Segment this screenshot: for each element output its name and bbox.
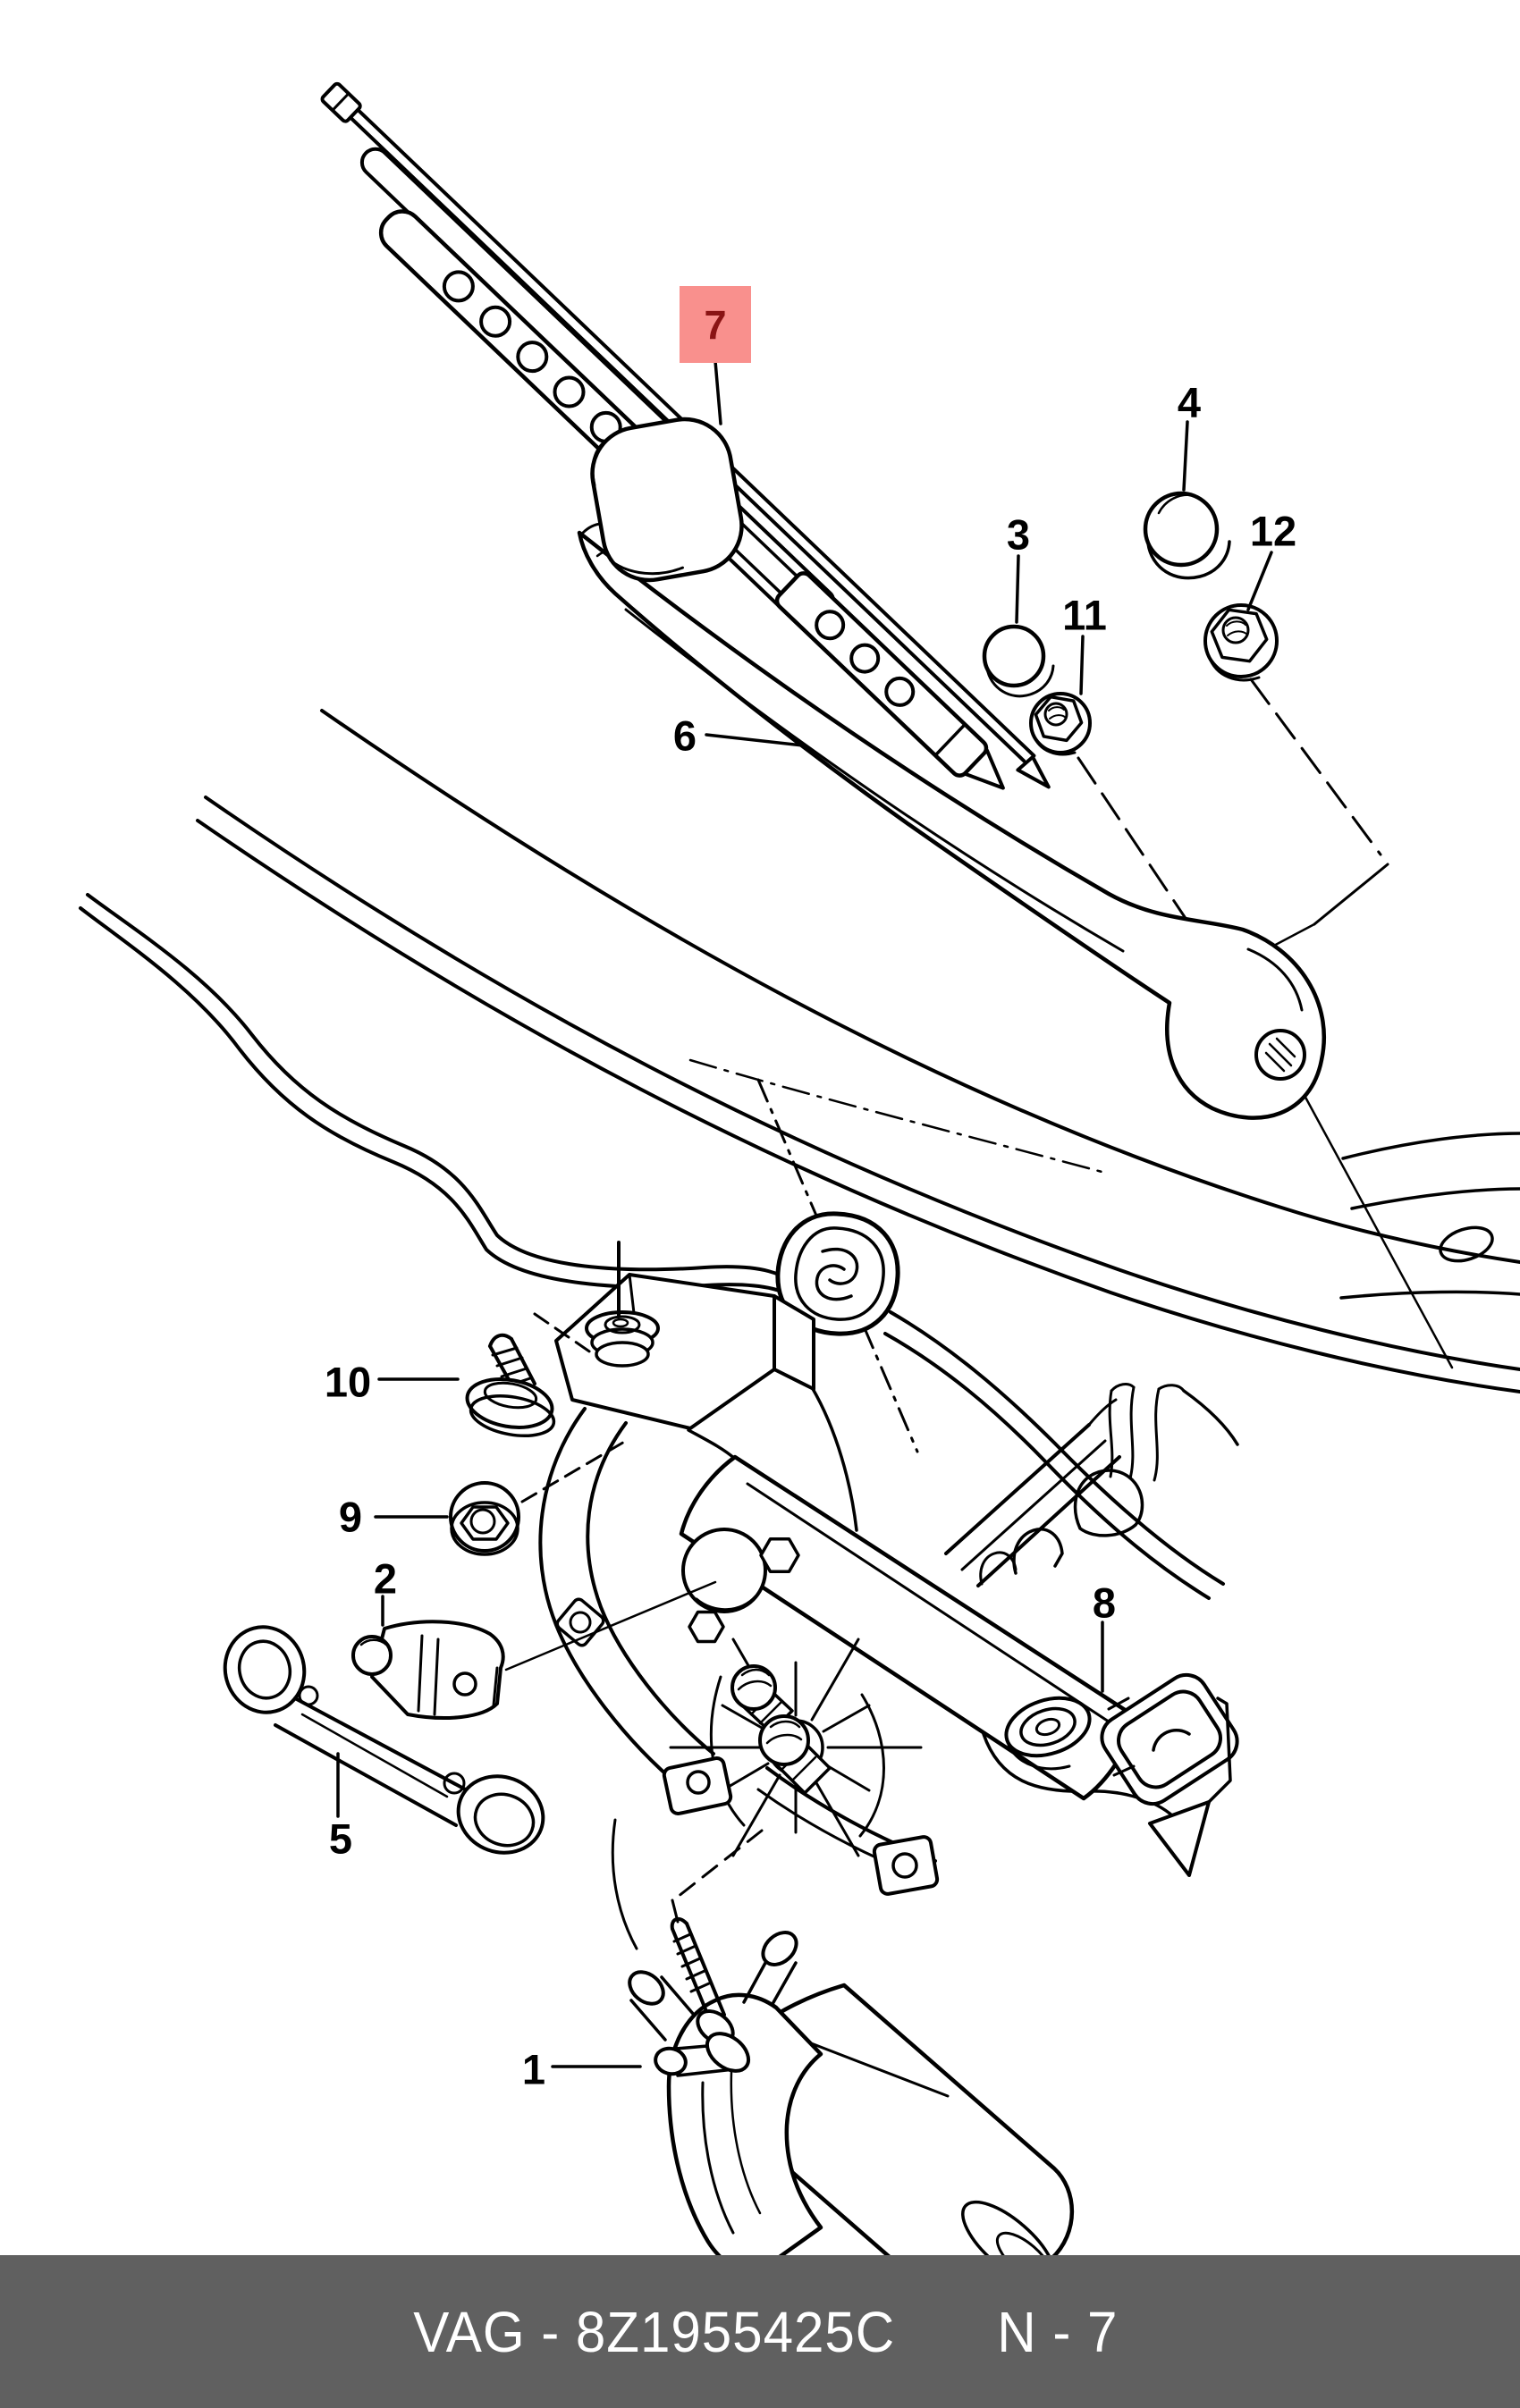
callout-9[interactable]: 9 bbox=[338, 1493, 363, 1541]
spindle-grommet bbox=[775, 1211, 900, 1336]
nut-part-11 bbox=[1029, 692, 1092, 756]
cap-part-3 bbox=[982, 624, 1055, 698]
bracket-part-2 bbox=[351, 1620, 505, 1720]
callout-5[interactable]: 5 bbox=[328, 1814, 353, 1863]
footer-bar: VAG - 8Z1955425C N - 7 bbox=[0, 2255, 1520, 2408]
callout-12[interactable]: 12 bbox=[1249, 507, 1297, 555]
callout-3[interactable]: 3 bbox=[1006, 510, 1031, 559]
body-structure bbox=[944, 1383, 1239, 1587]
blade-clip-part-7 bbox=[590, 417, 744, 583]
wiper-arm-part-6 bbox=[577, 522, 1327, 1120]
wiper-motor-part-1 bbox=[628, 1916, 1079, 2303]
callout-2[interactable]: 2 bbox=[373, 1554, 398, 1603]
footer-page-ref: N - 7 bbox=[997, 2299, 1119, 2364]
nut-part-9 bbox=[449, 1481, 520, 1556]
callout-11[interactable]: 11 bbox=[1062, 591, 1107, 639]
mount-frame-part-8 bbox=[504, 1241, 1239, 1950]
screw-part-10 bbox=[465, 1333, 556, 1437]
nut-part-12 bbox=[1203, 603, 1279, 682]
callout-8[interactable]: 8 bbox=[1092, 1579, 1117, 1627]
callout-1[interactable]: 1 bbox=[521, 2045, 546, 2093]
link-rod-part-5 bbox=[223, 1625, 545, 1855]
callout-7[interactable]: 7 bbox=[680, 286, 751, 363]
callout-10[interactable]: 10 bbox=[324, 1358, 372, 1406]
callout-6[interactable]: 6 bbox=[672, 711, 697, 760]
cap-part-4 bbox=[1143, 491, 1231, 580]
cowl-panel-lines bbox=[196, 709, 1520, 1393]
footer-part-number: VAG - 8Z1955425C bbox=[413, 2299, 896, 2364]
leader-lines bbox=[336, 359, 1273, 2068]
callout-4[interactable]: 4 bbox=[1177, 378, 1202, 426]
